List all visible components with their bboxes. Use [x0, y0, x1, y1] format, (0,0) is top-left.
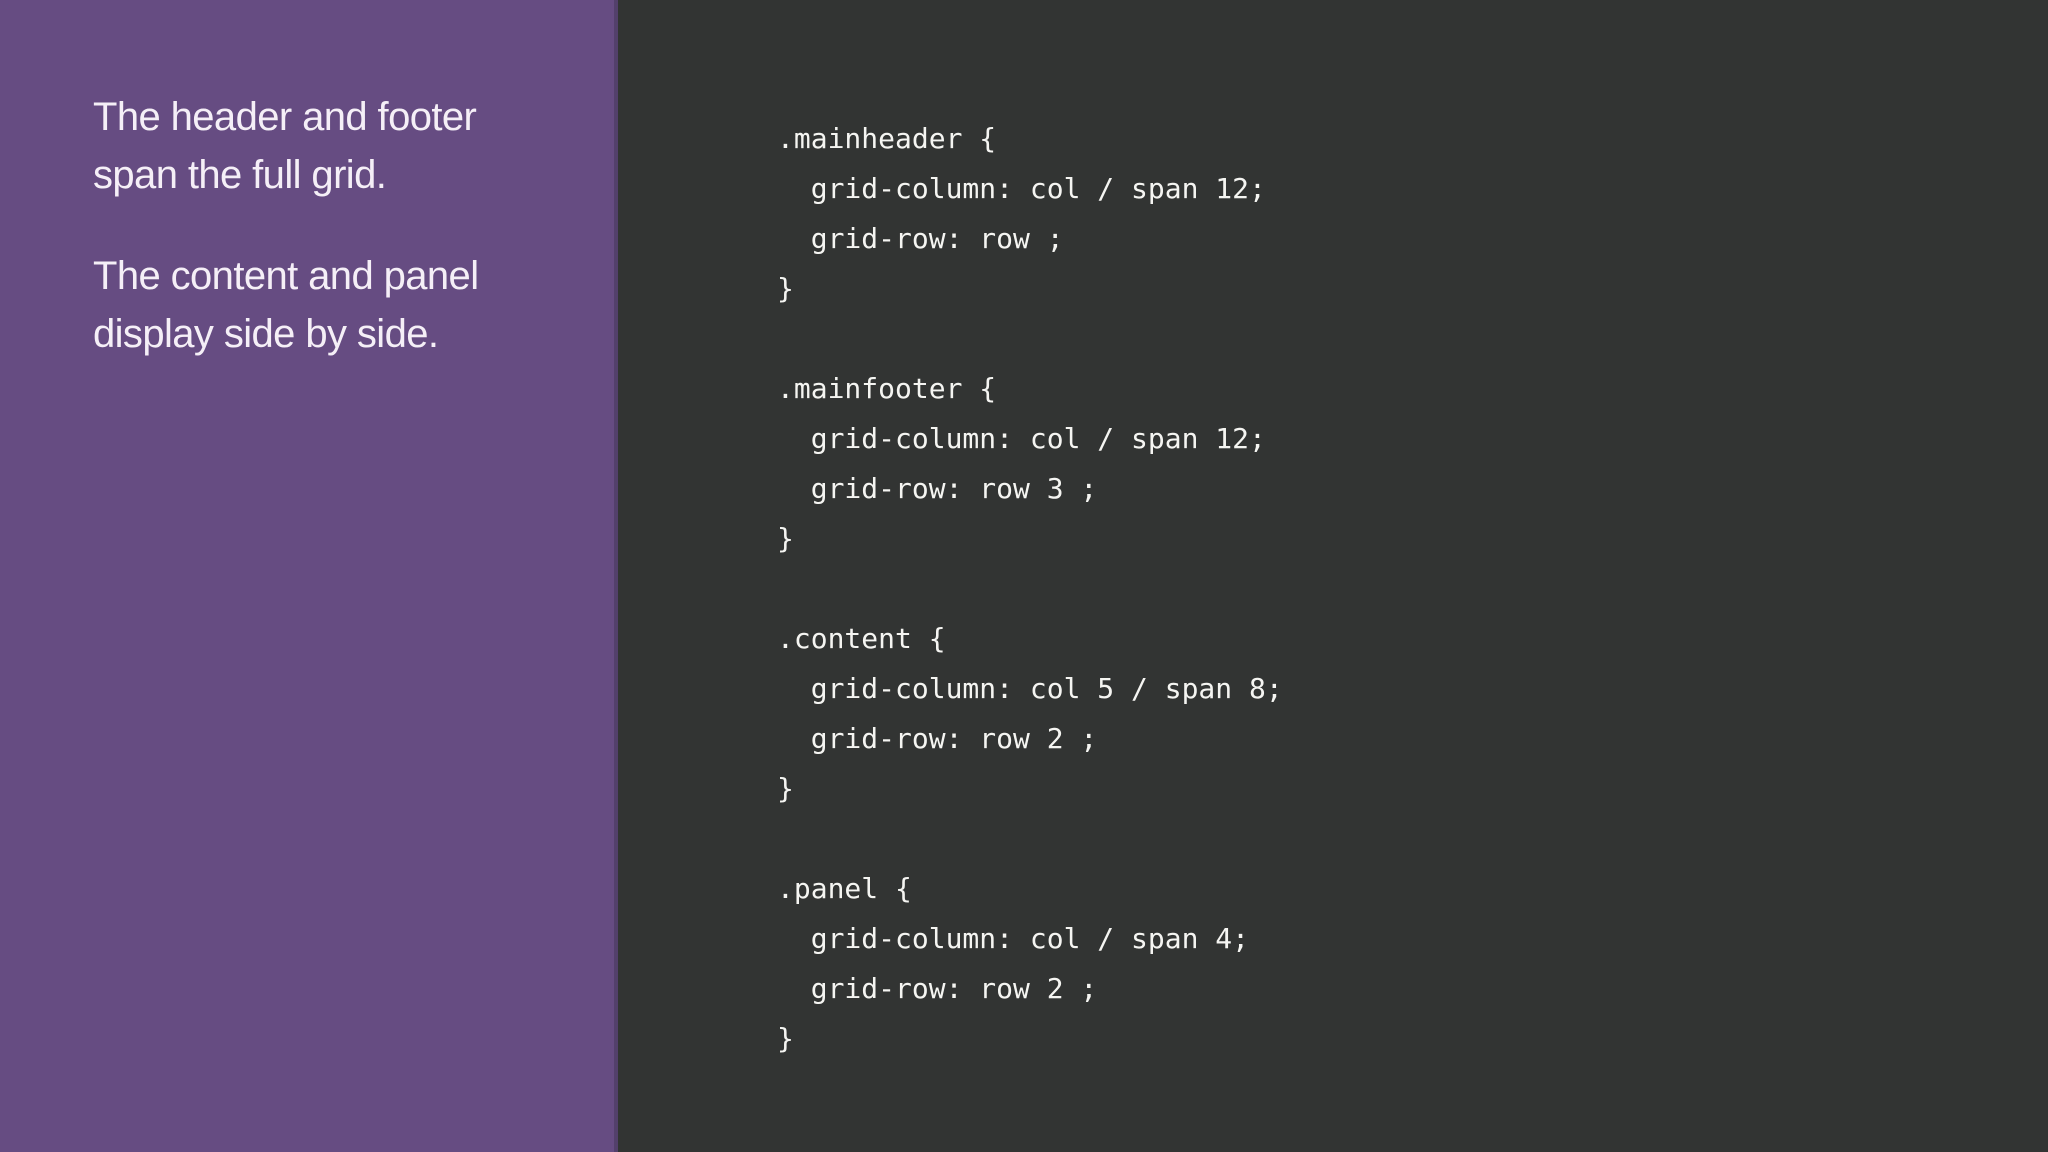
css-code: .mainheader { grid-column: col / span 12… — [618, 0, 2048, 1064]
info-text-line: span the full grid. — [93, 153, 387, 197]
code-line: .content { — [777, 622, 946, 655]
code-line: .panel { — [777, 872, 912, 905]
code-line: grid-row: row ; — [777, 222, 1064, 255]
code-line: grid-row: row 2 ; — [777, 722, 1098, 755]
info-paragraph-content-panel: The content and panel display side by si… — [93, 247, 574, 363]
code-line: grid-column: col / span 12; — [777, 422, 1266, 455]
code-block-panel: .panel { grid-column: col / span 4; grid… — [777, 864, 2048, 1064]
code-line: grid-column: col / span 4; — [777, 922, 1250, 955]
info-text-line: display side by side. — [93, 312, 439, 356]
code-line: grid-column: col / span 12; — [777, 172, 1266, 205]
code-line: grid-row: row 2 ; — [777, 972, 1098, 1005]
code-line: } — [777, 1022, 794, 1055]
info-panel: The header and footer span the full grid… — [0, 0, 618, 1152]
code-line: .mainfooter { — [777, 372, 997, 405]
code-line: } — [777, 522, 794, 555]
code-block-mainheader: .mainheader { grid-column: col / span 12… — [777, 114, 2048, 314]
code-block-content: .content { grid-column: col 5 / span 8; … — [777, 614, 2048, 814]
info-text: The header and footer span the full grid… — [0, 0, 614, 363]
code-line: grid-column: col 5 / span 8; — [777, 672, 1283, 705]
code-panel: .mainheader { grid-column: col / span 12… — [618, 0, 2048, 1152]
info-text-line: The content and panel — [93, 254, 479, 298]
code-line: grid-row: row 3 ; — [777, 472, 1098, 505]
code-line: .mainheader { — [777, 122, 997, 155]
info-text-line: The header and footer — [93, 95, 477, 139]
code-block-mainfooter: .mainfooter { grid-column: col / span 12… — [777, 364, 2048, 564]
code-line: } — [777, 272, 794, 305]
code-line: } — [777, 772, 794, 805]
info-paragraph-header-footer: The header and footer span the full grid… — [93, 88, 574, 204]
